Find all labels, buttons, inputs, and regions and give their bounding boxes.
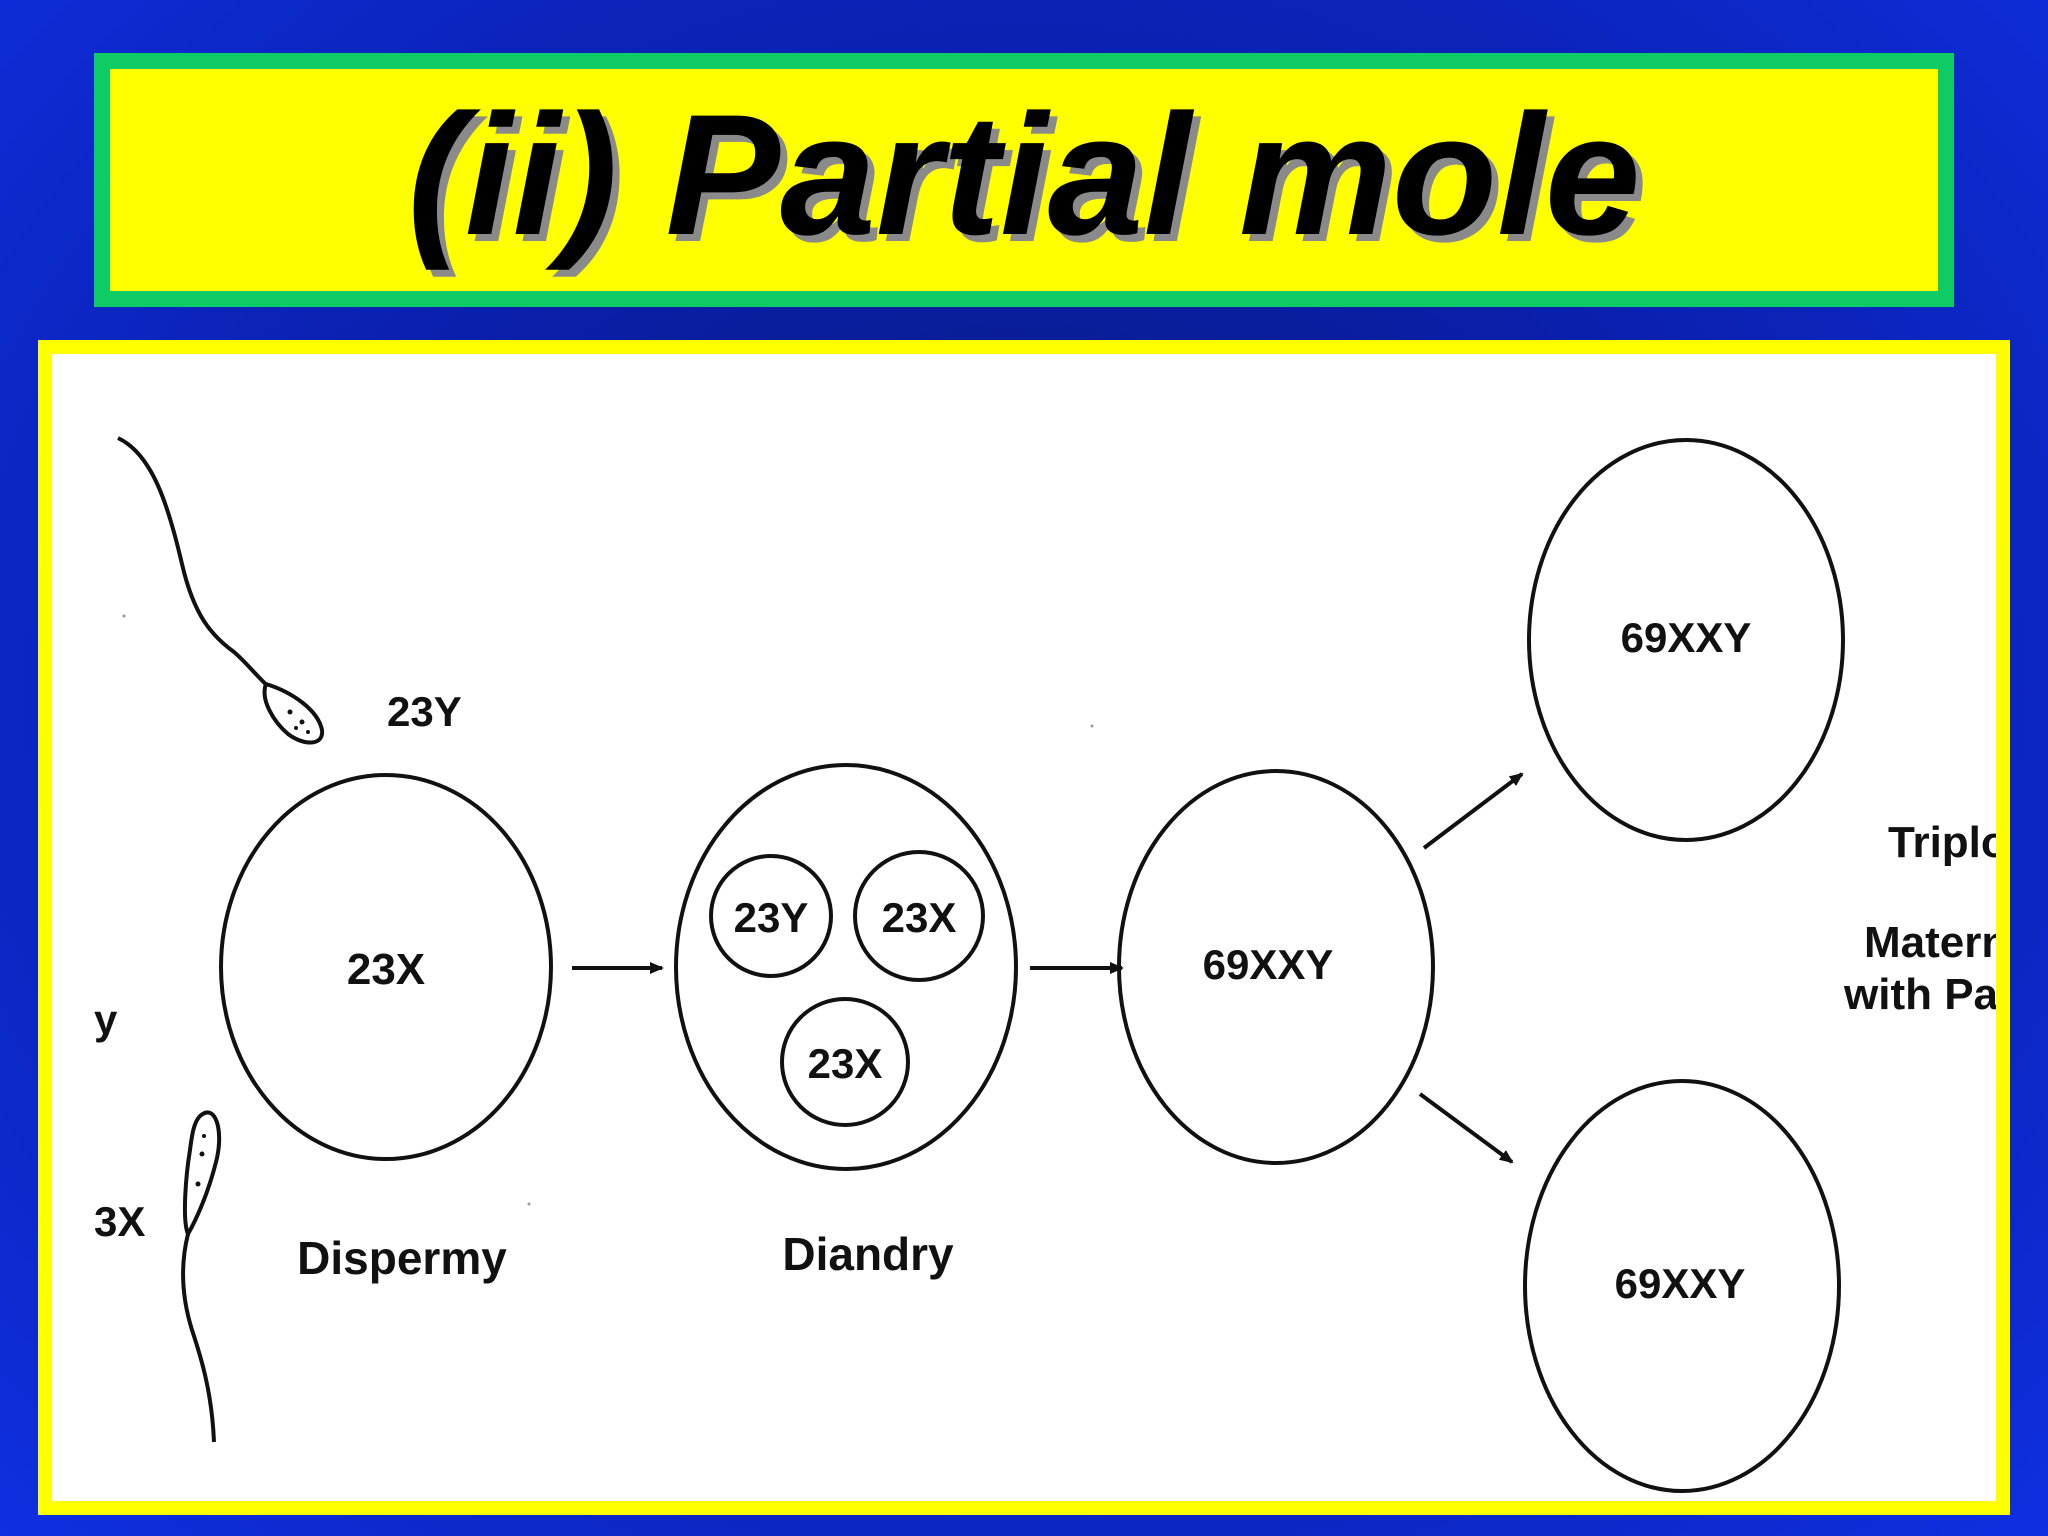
stage1-caption: Dispermy — [297, 1232, 507, 1284]
outcome-bottom-label: 69XXY — [1615, 1260, 1746, 1307]
sperm-bottom-head — [182, 1110, 222, 1239]
inner-cell-23x-bottom — [780, 997, 910, 1127]
sperm-bottom-tail — [181, 1233, 216, 1443]
right-text-3: with Pa — [1843, 970, 1996, 1019]
diagram-svg: 23Y y 3X 23X Dispermy 23Y 23X 23X Diandr… — [94, 436, 1996, 1493]
sperm-top-head — [262, 681, 325, 745]
inner-cell-label: 23X — [808, 1040, 883, 1087]
inner-cell-label: 23X — [882, 894, 957, 941]
inner-cell-23x-right — [853, 850, 985, 982]
right-text-2: Matern — [1864, 918, 1996, 967]
left-edge-label-y: y — [94, 996, 118, 1043]
inner-cell-23y — [709, 854, 833, 978]
right-text-1: Triplo — [1888, 818, 1996, 867]
zygote-label: 69XXY — [1203, 941, 1334, 988]
outcome-top-label: 69XXY — [1621, 614, 1752, 661]
sperm-top-tail — [117, 436, 276, 694]
diagram-panel: 23Y y 3X 23X Dispermy 23Y 23X 23X Diandr… — [38, 340, 2010, 1515]
egg-label: 23X — [347, 945, 425, 994]
arrow-zygote-to-top — [1422, 772, 1524, 850]
egg-cell — [219, 773, 553, 1161]
slide-title: (ii) Partial mole — [407, 79, 1641, 271]
inner-cell-label: 23Y — [734, 894, 809, 941]
outcome-bottom-cell — [1523, 1079, 1841, 1493]
left-edge-label-3x: 3X — [94, 1198, 145, 1245]
outcome-top-cell — [1527, 438, 1845, 842]
arrow-zygote-to-bottom — [1418, 1092, 1514, 1164]
sperm-bottom — [181, 1110, 222, 1443]
stage2-caption: Diandry — [782, 1228, 954, 1280]
sperm-top-label: 23Y — [387, 688, 462, 735]
title-banner: (ii) Partial mole — [94, 53, 1954, 307]
zygote-cell — [1117, 769, 1435, 1165]
diandry-cell — [674, 763, 1018, 1171]
sperm-top — [117, 436, 325, 745]
